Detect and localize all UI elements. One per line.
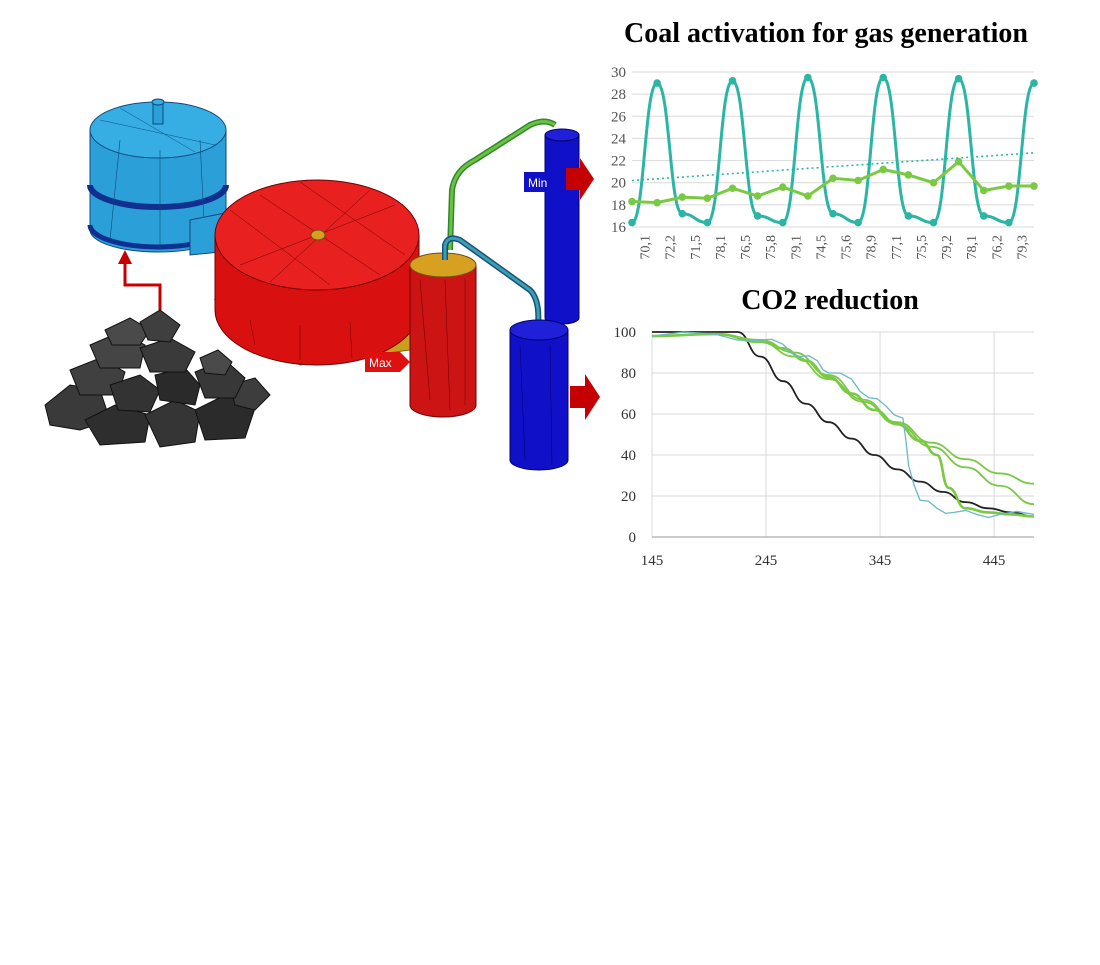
- chart2-x-tick-label: 145: [641, 553, 664, 569]
- chart1-point: [879, 73, 888, 82]
- chart1-point: [904, 171, 913, 179]
- chart1-y-tick-label: 16: [611, 220, 627, 236]
- chart1-x-tick-label: 77,1: [890, 235, 905, 260]
- chart1-point: [954, 74, 963, 83]
- chart1-trendline: [631, 152, 1035, 182]
- chart1-point: [728, 184, 737, 193]
- min-label: Min: [524, 172, 558, 192]
- chart1-y-tick-label: 24: [611, 131, 627, 147]
- process-illustration: Max Min: [44, 98, 600, 471]
- chart2-series-line: [651, 333, 1035, 506]
- chart1-point: [678, 209, 687, 218]
- chart1-point: [804, 73, 812, 82]
- chart2-y-tick-label: 0: [629, 530, 637, 546]
- chart1-y-tick-label: 28: [611, 87, 626, 103]
- chart1-point: [854, 176, 862, 185]
- chart1-point: [678, 193, 687, 201]
- chart1-x-tick-label: 79,3: [1015, 235, 1030, 260]
- chart1-series-line: [630, 76, 1036, 225]
- chart2-y-tick-label: 80: [621, 366, 636, 382]
- chart2-y-tick-label: 40: [621, 448, 636, 464]
- chart2-x-tick-label: 345: [869, 553, 892, 569]
- svg-text:Max: Max: [369, 356, 392, 370]
- chart1-point: [703, 218, 712, 227]
- chart1-point: [829, 209, 837, 218]
- chart2-series-line: [652, 331, 1035, 518]
- chart1-x-tick-label: 78,9: [865, 235, 880, 260]
- separator-column: [409, 252, 477, 418]
- tall-blue-column: [544, 128, 580, 325]
- chart2-title: CO2 reduction: [741, 285, 919, 316]
- chart1-point: [1005, 182, 1013, 190]
- chart1-y-tick-label: 18: [611, 198, 626, 214]
- coal-feed-arrow: [118, 250, 162, 310]
- chart1-x-tick-label: 79,1: [789, 235, 804, 260]
- chart1-x-tick-label: 75,5: [915, 235, 930, 260]
- chart1-y-tick-label: 30: [611, 65, 626, 81]
- chart1-point: [854, 218, 862, 227]
- chart1-title: Coal activation for gas generation: [624, 18, 1028, 49]
- chart1-point: [904, 212, 913, 220]
- chart1-x-tick-label: 75,6: [840, 235, 855, 260]
- chart1-point: [653, 79, 661, 87]
- coal-pile: [44, 309, 271, 448]
- chart1-point: [804, 192, 812, 200]
- chart1-point: [628, 218, 636, 227]
- chart1-point: [929, 178, 938, 187]
- co2-output-arrow: [570, 374, 600, 420]
- chart1-x-tick-label: 76,2: [990, 235, 1005, 260]
- chart1-x-tick-label: 74,5: [814, 235, 829, 260]
- short-blue-column: [509, 319, 569, 471]
- chart1-point: [628, 197, 636, 206]
- chart1-point: [1030, 79, 1038, 87]
- chart1-point: [1030, 182, 1038, 190]
- chart1-y-tick-label: 22: [611, 154, 626, 170]
- chart1-point: [1005, 218, 1013, 227]
- chart1-x-tick-label: 70,1: [639, 235, 654, 260]
- chart1-point: [979, 186, 988, 195]
- chart1-x-tick-label: 79,2: [940, 235, 955, 260]
- gas-output-arrow: [566, 158, 594, 200]
- chart2-series-line: [651, 333, 1035, 485]
- gas-pipes: [442, 118, 557, 326]
- chart2-series-line: [651, 331, 1035, 519]
- chart1-x-tick-label: 76,5: [739, 235, 754, 260]
- chart1-x-tick-label: 78,1: [714, 235, 729, 260]
- chart1-y-tick-label: 26: [611, 109, 627, 125]
- chart1-point: [829, 174, 837, 183]
- chart2-x-tick-label: 445: [983, 553, 1006, 569]
- chart1-point: [778, 183, 787, 191]
- chart2-x-tick-label: 245: [755, 553, 778, 569]
- chart1-point: [879, 165, 888, 174]
- chart1-y-tick-label: 20: [611, 176, 626, 192]
- chart1-point: [728, 77, 737, 85]
- co2-reduction-chart: 0 20 40 60 80 100 145 245 345 445: [614, 325, 1035, 569]
- chart1-x-tick-label: 78,1: [965, 235, 980, 260]
- coal-activation-chart: 16 18 20 22 24 26 28 30 70,1 72,2 71,5 78,1 76,5 75,8…: [611, 65, 1038, 260]
- chart1-point: [778, 218, 787, 227]
- chart1-x-tick-label: 72,2: [664, 235, 679, 260]
- chart1-point: [753, 192, 762, 200]
- chart2-y-tick-label: 20: [621, 489, 636, 505]
- reactor-vessel: [214, 179, 420, 366]
- chart1-point: [954, 157, 963, 166]
- chart2-y-tick-label: 60: [621, 407, 636, 423]
- chart2-y-tick-label: 100: [614, 325, 637, 341]
- chart1-point: [703, 194, 712, 203]
- chart1-point: [753, 212, 762, 220]
- chart1-x-tick-label: 75,8: [764, 235, 779, 260]
- svg-text:Min: Min: [528, 176, 547, 190]
- chart1-point: [653, 198, 661, 207]
- chart1-point: [929, 218, 938, 227]
- chart2-series-line: [651, 332, 1035, 518]
- chart1-point: [979, 212, 988, 220]
- chart1-x-tick-label: 71,5: [689, 235, 704, 260]
- max-label: Max: [365, 352, 410, 372]
